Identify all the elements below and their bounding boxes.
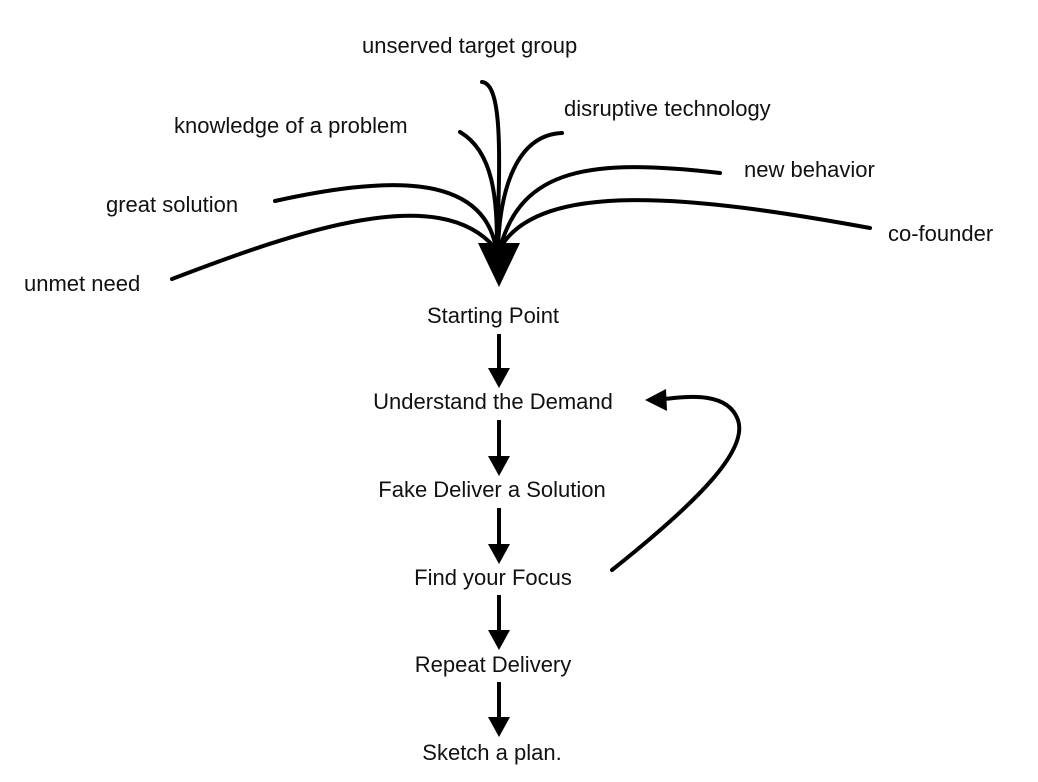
- input-curves: [170, 80, 872, 281]
- curve-new-behavior: [498, 165, 722, 250]
- loop-arrow: [610, 389, 742, 572]
- arrowhead-understand-to-fake: [488, 456, 510, 476]
- curve-great-solution: [273, 183, 498, 250]
- input-label-disruptive-technology: disruptive technology: [564, 96, 771, 121]
- loop-arrowhead: [645, 389, 667, 411]
- input-label-co-founder: co-founder: [888, 221, 994, 246]
- step-label-find-your-focus: Find your Focus: [414, 565, 572, 590]
- step-arrows: [488, 334, 510, 737]
- input-label-unmet-need: unmet need: [24, 271, 141, 296]
- step-label-starting-point: Starting Point: [426, 303, 560, 328]
- input-label-knowledge-of-a-problem: knowledge of a problem: [174, 113, 408, 138]
- input-label-great-solution: great solution: [106, 192, 239, 217]
- step-label-repeat-delivery: Repeat Delivery: [414, 652, 572, 677]
- arrowhead-fake-to-focus: [488, 544, 510, 564]
- loop-curve: [610, 394, 742, 572]
- step-label-understand-the-demand: Understand the Demand: [373, 389, 613, 414]
- arrowhead-starting-to-understand: [488, 368, 510, 388]
- curve-co-founder: [498, 198, 872, 250]
- input-label-new-behavior: new behavior: [744, 157, 875, 182]
- curve-disruptive-technology: [496, 131, 564, 250]
- curve-unmet-need: [170, 213, 497, 281]
- curve-knowledge-of-a-problem: [458, 130, 499, 250]
- arrowhead-focus-to-repeat: [488, 630, 510, 650]
- step-label-fake-deliver-a-solution: Fake Deliver a Solution: [378, 477, 606, 502]
- input-label-unserved-target-group: unserved target group: [362, 33, 578, 58]
- merge-arrowhead: [478, 243, 520, 287]
- arrowhead-repeat-to-sketch: [488, 717, 510, 737]
- step-label-sketch-a-plan: Sketch a plan.: [422, 740, 562, 765]
